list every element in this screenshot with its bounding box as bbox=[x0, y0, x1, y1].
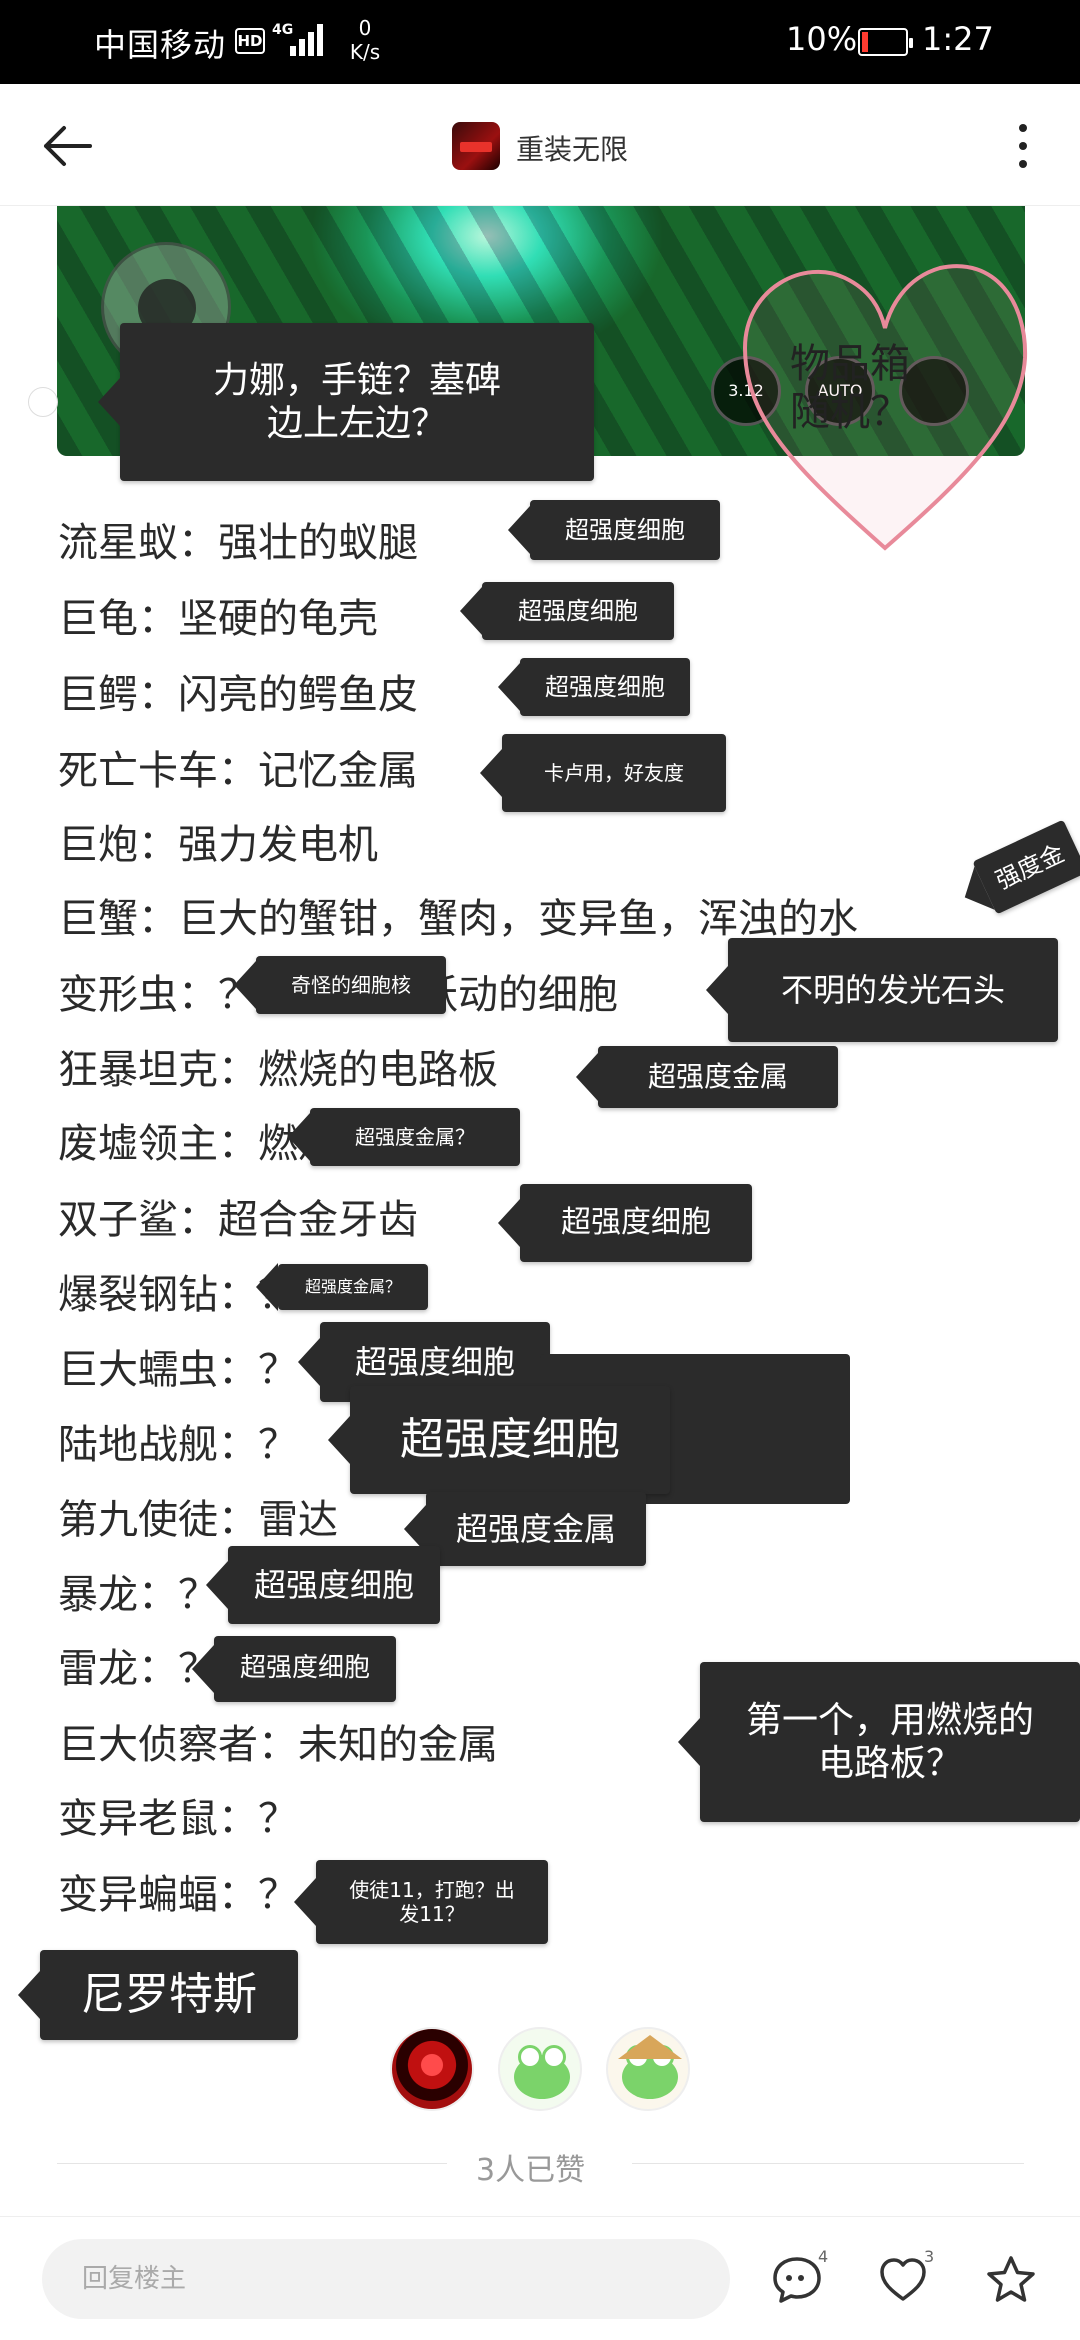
frog-avatar[interactable] bbox=[498, 2027, 582, 2111]
annotation-bubble-15: 超强度细胞 bbox=[228, 1546, 440, 1624]
like-icon[interactable] bbox=[876, 2253, 930, 2307]
signal-icon bbox=[290, 22, 326, 56]
boss-line-15: 暴龙：？ bbox=[58, 1572, 218, 1618]
boss-line-18: 变异老鼠：？ bbox=[58, 1796, 298, 1842]
network-type-label: 4G bbox=[272, 22, 294, 38]
status-bar: 中国移动 HD 4G 0 K/s 10% 1:27 bbox=[0, 0, 1080, 84]
star-icon[interactable] bbox=[984, 2253, 1038, 2307]
boss-line-10: 双子鲨：超合金牙齿 bbox=[58, 1197, 418, 1243]
divider-right bbox=[632, 2163, 1024, 2164]
boss-line-2: 巨龟：坚硬的龟壳 bbox=[58, 596, 378, 642]
network-speed: 0 K/s bbox=[345, 16, 385, 64]
annotation-bubble-11: 超强度金属？ bbox=[278, 1264, 428, 1310]
heart-annotation: 物品箱 随机？ bbox=[790, 340, 910, 436]
carrier-label: 中国移动 bbox=[94, 26, 227, 64]
annotation-bubble-18: 使徒11，打跑？出 发11？ bbox=[316, 1860, 548, 1944]
boss-line-8: 狂暴坦克：燃烧的电路板 bbox=[58, 1047, 498, 1093]
annotation-bubble-14: 超强度金属 bbox=[426, 1492, 646, 1566]
game-button-auto: AUTO bbox=[805, 356, 875, 426]
boss-line-6: 巨蟹：巨大的蟹钳，蟹肉，变异鱼，浑浊的水 bbox=[58, 896, 858, 942]
annotation-bubble-2: 超强度细胞 bbox=[482, 582, 674, 640]
annotation-bubble-3: 超强度细胞 bbox=[520, 658, 690, 716]
comment-icon[interactable] bbox=[770, 2253, 824, 2307]
battery-percent: 10% bbox=[786, 20, 858, 58]
boss-line-14: 第九使徒：雷达 bbox=[58, 1497, 338, 1543]
bottom-action-bar: 回复楼主 4 3 bbox=[0, 2216, 1080, 2340]
annotation-bubble-16: 超强度细胞 bbox=[214, 1636, 396, 1702]
app-logo[interactable] bbox=[452, 122, 500, 170]
comment-count-badge: 4 bbox=[818, 2247, 829, 2266]
boss-line-1: 流星蚁：强壮的蚁腿 bbox=[58, 520, 418, 566]
plague-avatar[interactable] bbox=[390, 2027, 474, 2111]
divider-left bbox=[57, 2163, 447, 2164]
game-button-skill bbox=[899, 356, 969, 426]
boss-line-12: 巨大蠕虫：？ bbox=[58, 1347, 298, 1393]
speed-value: 0 bbox=[358, 16, 372, 40]
annotation-bubble-8: 超强度金属 bbox=[598, 1046, 838, 1108]
boss-line-17: 巨大侦察者：未知的金属 bbox=[58, 1722, 498, 1768]
hd-icon: HD bbox=[235, 28, 265, 54]
boss-line-3: 巨鳄：闪亮的鳄鱼皮 bbox=[58, 672, 418, 718]
annotation-bubble-7: 不明的发光石头 bbox=[728, 938, 1058, 1042]
annotation-bubble-1: 超强度细胞 bbox=[530, 500, 720, 560]
heart-doodle bbox=[742, 264, 1028, 551]
annotation-bubble-6: 奇怪的细胞核 bbox=[256, 956, 446, 1014]
boss-line-19: 变异蝙蝠：？ bbox=[58, 1872, 298, 1918]
boss-line-5: 巨炮：强力发电机 bbox=[58, 822, 378, 868]
indicator-dot bbox=[28, 387, 58, 417]
annotation-bubble-4: 卡卢用，好友度 bbox=[502, 734, 726, 812]
annotation-bubble-19: 尼罗特斯 bbox=[40, 1950, 298, 2040]
boss-line-4: 死亡卡车：记忆金属 bbox=[58, 748, 418, 794]
reply-input[interactable]: 回复楼主 bbox=[42, 2239, 730, 2319]
top-app-bar: 重装无限 bbox=[0, 84, 1080, 206]
like-count-badge: 3 bbox=[924, 2247, 935, 2266]
heart-annotation-text: 物品箱 随机？ bbox=[790, 341, 910, 435]
page-title[interactable]: 重装无限 bbox=[516, 133, 629, 166]
liked-users bbox=[390, 2027, 700, 2117]
annotation-bubble-13: 超强度细胞 bbox=[350, 1386, 670, 1494]
back-arrow-icon[interactable] bbox=[36, 116, 96, 176]
like-count-label[interactable]: 3人已赞 bbox=[476, 2153, 586, 2188]
more-options-icon[interactable] bbox=[1010, 118, 1036, 178]
speed-unit: K/s bbox=[349, 40, 381, 64]
annotation-bubble-17: 第一个，用燃烧的 电路板？ bbox=[700, 1662, 1080, 1822]
frog-hat-avatar[interactable] bbox=[606, 2027, 690, 2111]
annotation-bubble-top: 力娜，手链？墓碑 边上左边？ bbox=[120, 323, 594, 481]
clock: 1:27 bbox=[922, 20, 994, 58]
annotation-bubble-9: 超强度金属？ bbox=[310, 1108, 520, 1166]
annotation-bubble-5: 强度金 bbox=[972, 819, 1080, 915]
battery-icon bbox=[858, 28, 913, 56]
boss-line-13: 陆地战舰：？ bbox=[58, 1422, 298, 1468]
annotation-bubble-10: 超强度细胞 bbox=[520, 1184, 752, 1262]
